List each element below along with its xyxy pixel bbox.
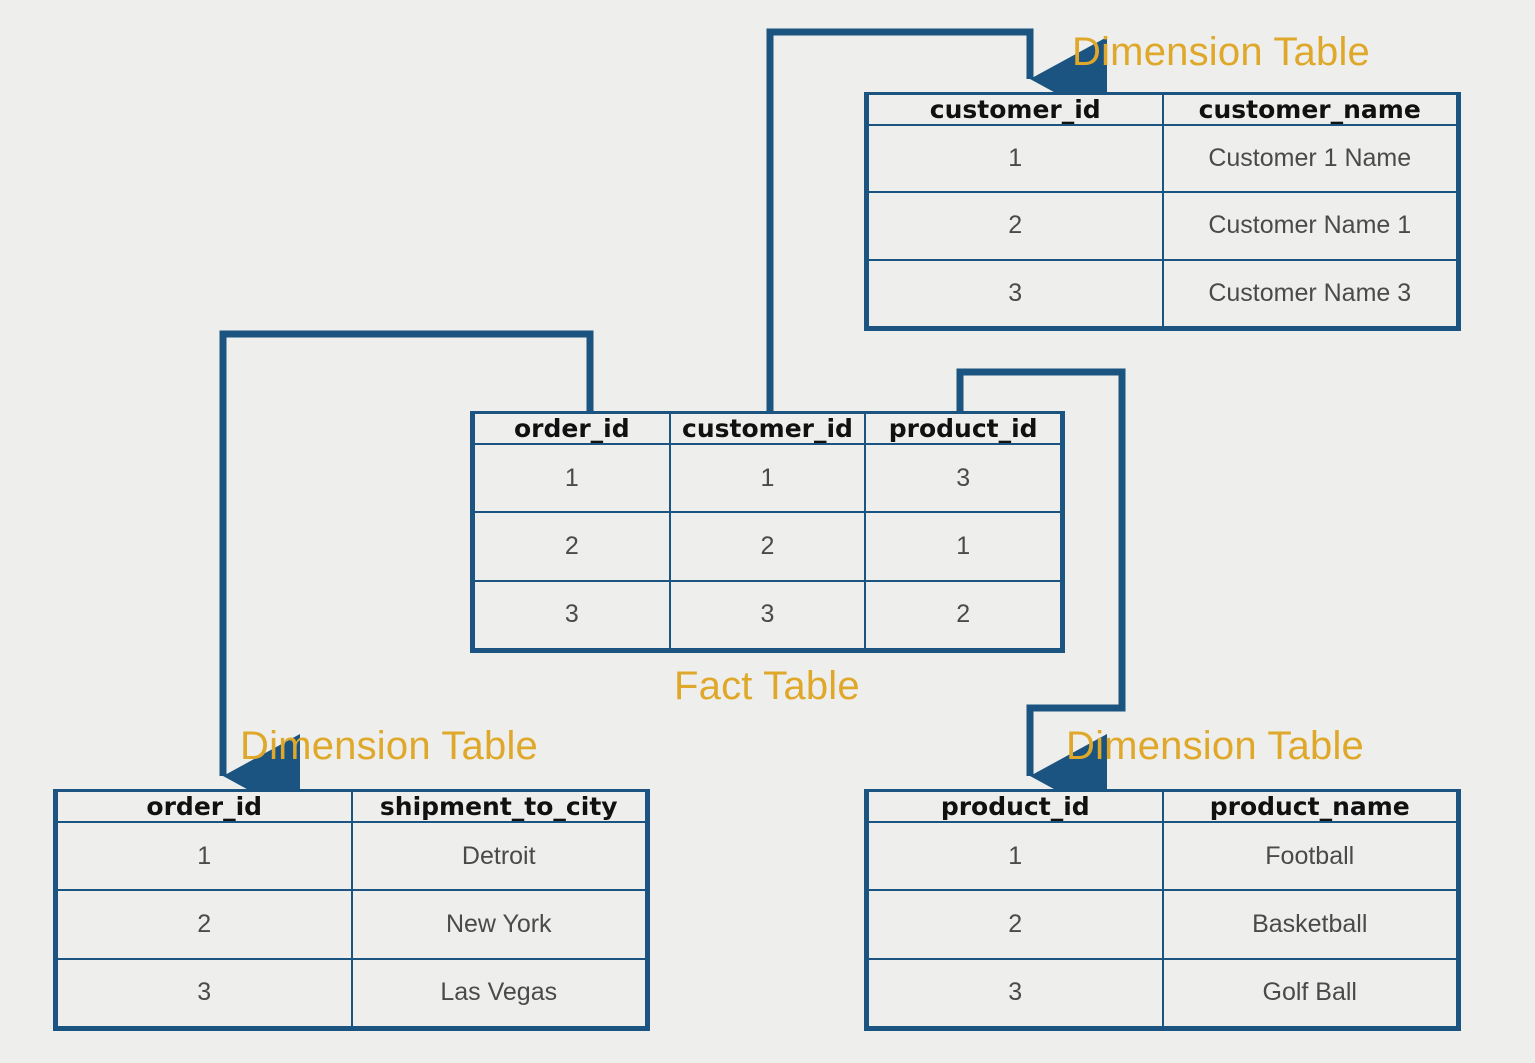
column-header: customer_name — [1161, 95, 1458, 126]
column-header: shipment_to_city — [350, 792, 647, 823]
table-cell: 1 — [867, 820, 1164, 892]
table-cell: 1 — [56, 820, 353, 892]
table-cell: Basketball — [1161, 889, 1458, 960]
table-cell: Golf Ball — [1161, 957, 1458, 1029]
table-cell: 3 — [56, 957, 353, 1029]
table-cell: Customer Name 1 — [1161, 191, 1458, 261]
column-header: customer_id — [668, 414, 867, 445]
table-cell: Detroit — [350, 820, 647, 892]
table-cell: Las Vegas — [350, 957, 647, 1029]
column-header: order_id — [473, 414, 671, 445]
caption-product-dimension-table: Dimension Table — [1066, 724, 1364, 768]
table-cell: Customer Name 3 — [1161, 258, 1458, 329]
table-cell: 2 — [668, 511, 867, 582]
table-cell: 2 — [864, 579, 1062, 651]
column-header: order_id — [56, 792, 353, 823]
caption-customer-dimension-table: Dimension Table — [1072, 30, 1370, 74]
table-cell: 3 — [473, 579, 671, 651]
column-header: product_id — [864, 414, 1062, 445]
table-cell: 2 — [867, 191, 1164, 261]
table-cell: Football — [1161, 820, 1458, 892]
table-cell: 2 — [56, 889, 353, 960]
column-header: product_id — [867, 792, 1164, 823]
table-cell: 2 — [867, 889, 1164, 960]
table-cell: 2 — [473, 511, 671, 582]
column-header: product_name — [1161, 792, 1458, 823]
column-header: customer_id — [867, 95, 1164, 126]
table-cell: 3 — [864, 442, 1062, 514]
caption-shipment-dimension-table: Dimension Table — [240, 724, 538, 768]
table-cell: 3 — [867, 258, 1164, 329]
table-cell: 1 — [668, 442, 867, 514]
table-cell: 1 — [473, 442, 671, 514]
table-cell: 1 — [864, 511, 1062, 582]
caption-fact-table: Fact Table — [674, 664, 860, 708]
table-cell: 3 — [668, 579, 867, 651]
table-cell: 1 — [867, 123, 1164, 194]
table-cell: New York — [350, 889, 647, 960]
table-cell: 3 — [867, 957, 1164, 1029]
table-cell: Customer 1 Name — [1161, 123, 1458, 194]
